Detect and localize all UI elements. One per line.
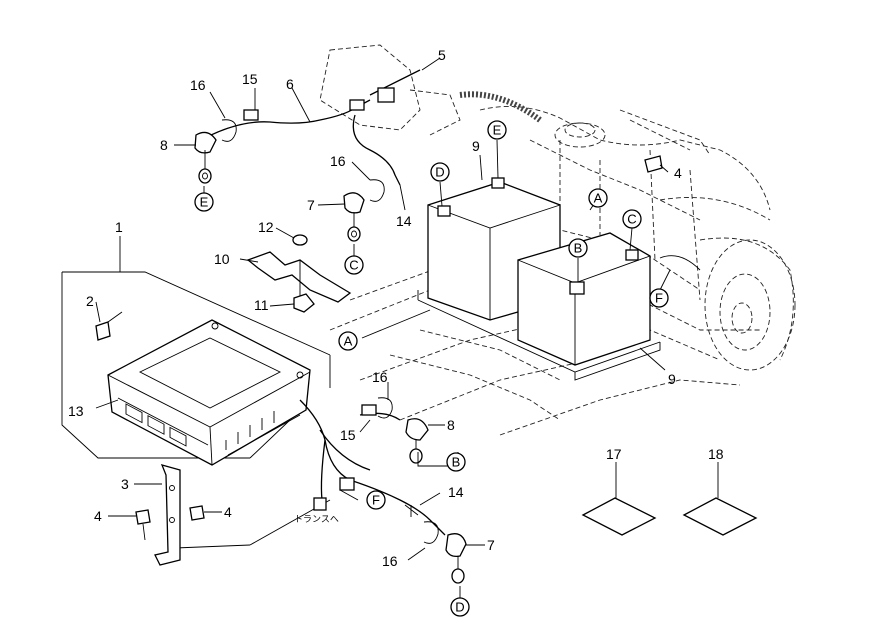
connector-c-label: C — [627, 212, 636, 227]
part-label-11: 11 — [254, 297, 269, 313]
label-sheet-18 — [682, 497, 758, 536]
part-label-9: 9 — [668, 371, 676, 387]
connector-d-label: D — [435, 165, 444, 180]
part-label-3: 3 — [121, 476, 129, 492]
part-label-4: 4 — [674, 165, 682, 181]
part-label-16: 16 — [190, 77, 206, 93]
bolt-icon — [189, 505, 205, 521]
connector-a-label: A — [344, 334, 353, 349]
part-label-13: 13 — [68, 403, 84, 419]
clip-icon — [95, 311, 123, 341]
part-label-5: 5 — [438, 47, 446, 63]
part-label-16: 16 — [382, 553, 398, 569]
transformer-note: トランスへ — [294, 514, 339, 525]
part-label-14: 14 — [448, 484, 464, 500]
connector-f-label: F — [655, 291, 663, 306]
part-label-4: 4 — [224, 504, 232, 520]
terminal-lug-bottom-right — [377, 397, 429, 464]
terminal-lug-middle — [343, 179, 385, 242]
part-label-4: 4 — [94, 508, 102, 524]
part-label-16: 16 — [372, 369, 388, 385]
part-label-14: 14 — [396, 213, 412, 229]
part-label-6: 6 — [286, 76, 294, 92]
part-label-9: 9 — [472, 138, 480, 154]
part-label-18: 18 — [708, 446, 724, 462]
part-label-10: 10 — [214, 251, 230, 267]
connector-f-label: F — [372, 493, 380, 508]
part-label-7: 7 — [307, 197, 315, 213]
battery-hold-bracket — [246, 234, 352, 313]
connector-d-label: D — [455, 600, 464, 615]
part-label-15: 15 — [340, 427, 356, 443]
connector-b-label: B — [452, 455, 461, 470]
battery-tray — [417, 290, 661, 381]
part-label-16: 16 — [330, 153, 346, 169]
connector-e-label: E — [200, 195, 209, 210]
part-label-8: 8 — [447, 417, 455, 433]
part-label-7: 7 — [487, 537, 495, 553]
connector-b-label: B — [574, 241, 583, 256]
control-unit-boundary — [61, 271, 331, 549]
label-sheet-17 — [581, 497, 657, 536]
control-unit — [107, 319, 311, 466]
part-label-15: 15 — [242, 71, 258, 87]
connector-c-label: C — [349, 258, 358, 273]
ground-wire — [659, 255, 701, 271]
connector-a-label: A — [594, 191, 603, 206]
connector-e-label: E — [493, 123, 502, 138]
leader-lines — [95, 57, 719, 598]
bolt-icon — [644, 155, 663, 173]
part-number-labels: 1 2 3 4 4 4 5 6 7 7 8 8 9 9 10 11 12 13 … — [68, 47, 724, 569]
part-label-12: 12 — [258, 219, 274, 235]
part-label-17: 17 — [606, 446, 622, 462]
wire-harness-bottom — [299, 399, 446, 536]
part-label-8: 8 — [160, 137, 168, 153]
part-label-2: 2 — [86, 293, 94, 309]
battery-right — [517, 232, 651, 366]
wire-harness-top — [204, 69, 421, 186]
connector-markers: E E C C D D B B A A F F — [194, 120, 669, 617]
part-label-1: 1 — [115, 219, 123, 235]
terminal-lug-bottom — [404, 504, 467, 584]
bolt-icon — [135, 509, 151, 541]
terminal-lug-top — [194, 119, 237, 184]
mounting-bracket — [154, 464, 181, 566]
